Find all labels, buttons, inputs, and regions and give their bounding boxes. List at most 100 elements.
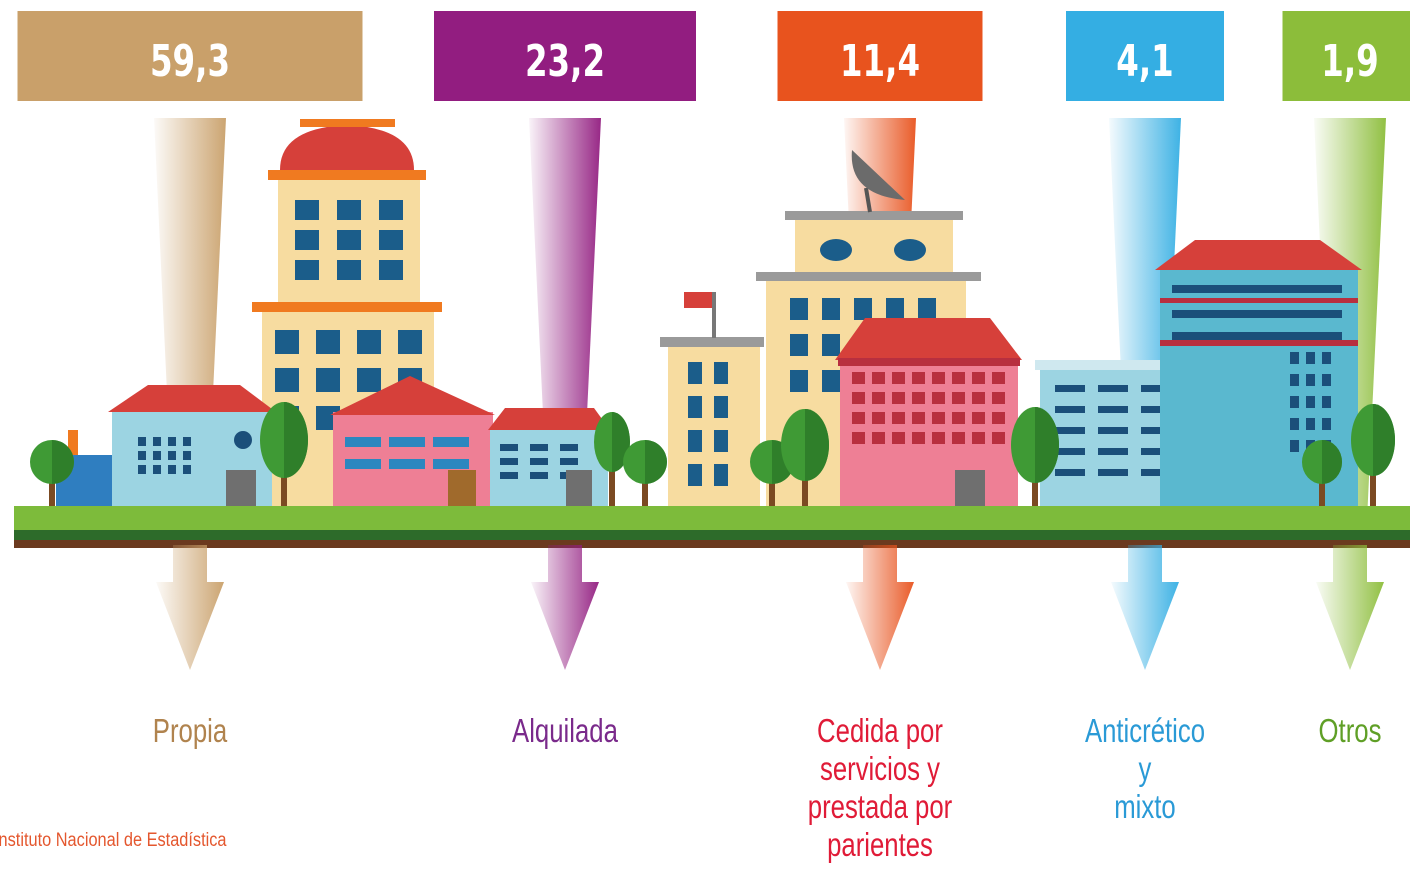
window	[153, 451, 161, 460]
window	[714, 396, 728, 418]
city-illustration	[30, 119, 1395, 508]
window	[153, 465, 161, 474]
window	[886, 298, 904, 320]
window	[168, 451, 176, 460]
arrow-heads-layer	[156, 545, 1384, 670]
dish-pole	[864, 187, 872, 213]
window	[345, 459, 381, 469]
window	[688, 362, 702, 384]
window	[1322, 418, 1331, 430]
window	[1141, 448, 1171, 455]
window	[688, 464, 702, 486]
window	[852, 392, 865, 404]
window	[932, 372, 945, 384]
window	[183, 451, 191, 460]
window	[398, 330, 422, 354]
house-light-blue	[108, 385, 276, 508]
window	[1306, 396, 1315, 408]
window	[972, 392, 985, 404]
window	[992, 392, 1005, 404]
tree-trunk	[642, 462, 648, 508]
window	[992, 372, 1005, 384]
ground-strip	[14, 506, 1410, 548]
window	[560, 458, 578, 465]
window	[992, 412, 1005, 424]
cornice	[268, 170, 426, 180]
category-label-line: servicios y	[820, 751, 940, 788]
window	[852, 432, 865, 444]
window	[714, 464, 728, 486]
building-cream-flag	[660, 292, 764, 508]
window	[138, 437, 146, 446]
window	[912, 432, 925, 444]
tree-trunk	[769, 462, 775, 508]
window	[688, 430, 702, 452]
arrow-head	[1111, 545, 1179, 670]
tree-shade	[805, 409, 829, 481]
window	[952, 392, 965, 404]
window	[1098, 406, 1128, 413]
roof	[108, 385, 276, 412]
category-label-line: Propia	[153, 713, 228, 750]
window	[1306, 352, 1315, 364]
trees	[30, 402, 1395, 508]
arrow-head	[156, 545, 224, 670]
window	[560, 444, 578, 451]
window	[1098, 385, 1128, 392]
window	[433, 437, 469, 447]
window	[972, 432, 985, 444]
source-credit: Instituto Nacional de Estadística	[0, 830, 227, 851]
roof	[1155, 240, 1362, 270]
value-label: 4,1	[1116, 37, 1173, 87]
arrow-head	[531, 545, 599, 670]
window	[1322, 352, 1331, 364]
value-label: 1,9	[1321, 37, 1378, 87]
ground-grass	[14, 506, 1410, 530]
window	[790, 370, 808, 392]
window	[952, 412, 965, 424]
value-box	[434, 11, 696, 101]
window	[153, 437, 161, 446]
band-window	[1172, 310, 1342, 318]
ledge	[252, 302, 442, 312]
window	[357, 368, 381, 392]
band-trim	[1160, 298, 1358, 303]
window	[1290, 352, 1299, 364]
tree-trunk	[1319, 462, 1325, 508]
value-box	[1066, 11, 1224, 101]
window	[183, 465, 191, 474]
category-label-line: prestada por	[808, 789, 953, 826]
window	[972, 412, 985, 424]
door	[955, 470, 985, 508]
window	[852, 412, 865, 424]
window	[1322, 396, 1331, 408]
window	[295, 260, 319, 280]
tree-shade	[284, 402, 308, 478]
top-block	[795, 218, 953, 278]
window	[1306, 418, 1315, 430]
roof	[330, 376, 495, 415]
ground-soil	[14, 540, 1410, 548]
window	[1055, 427, 1085, 434]
value-box	[17, 11, 363, 101]
window	[1098, 469, 1128, 476]
window	[714, 430, 728, 452]
value-label: 59,3	[150, 37, 230, 87]
window	[500, 444, 518, 451]
window	[972, 372, 985, 384]
window	[1141, 385, 1171, 392]
window	[892, 392, 905, 404]
dome-cap	[300, 119, 395, 127]
window	[168, 437, 176, 446]
window	[500, 458, 518, 465]
tree-trunk	[49, 462, 55, 508]
window	[1055, 469, 1085, 476]
window	[389, 459, 425, 469]
house-pink	[330, 376, 495, 508]
flag-pole	[712, 292, 716, 338]
window	[992, 432, 1005, 444]
window	[1055, 448, 1085, 455]
door	[448, 470, 476, 508]
window	[1290, 374, 1299, 386]
